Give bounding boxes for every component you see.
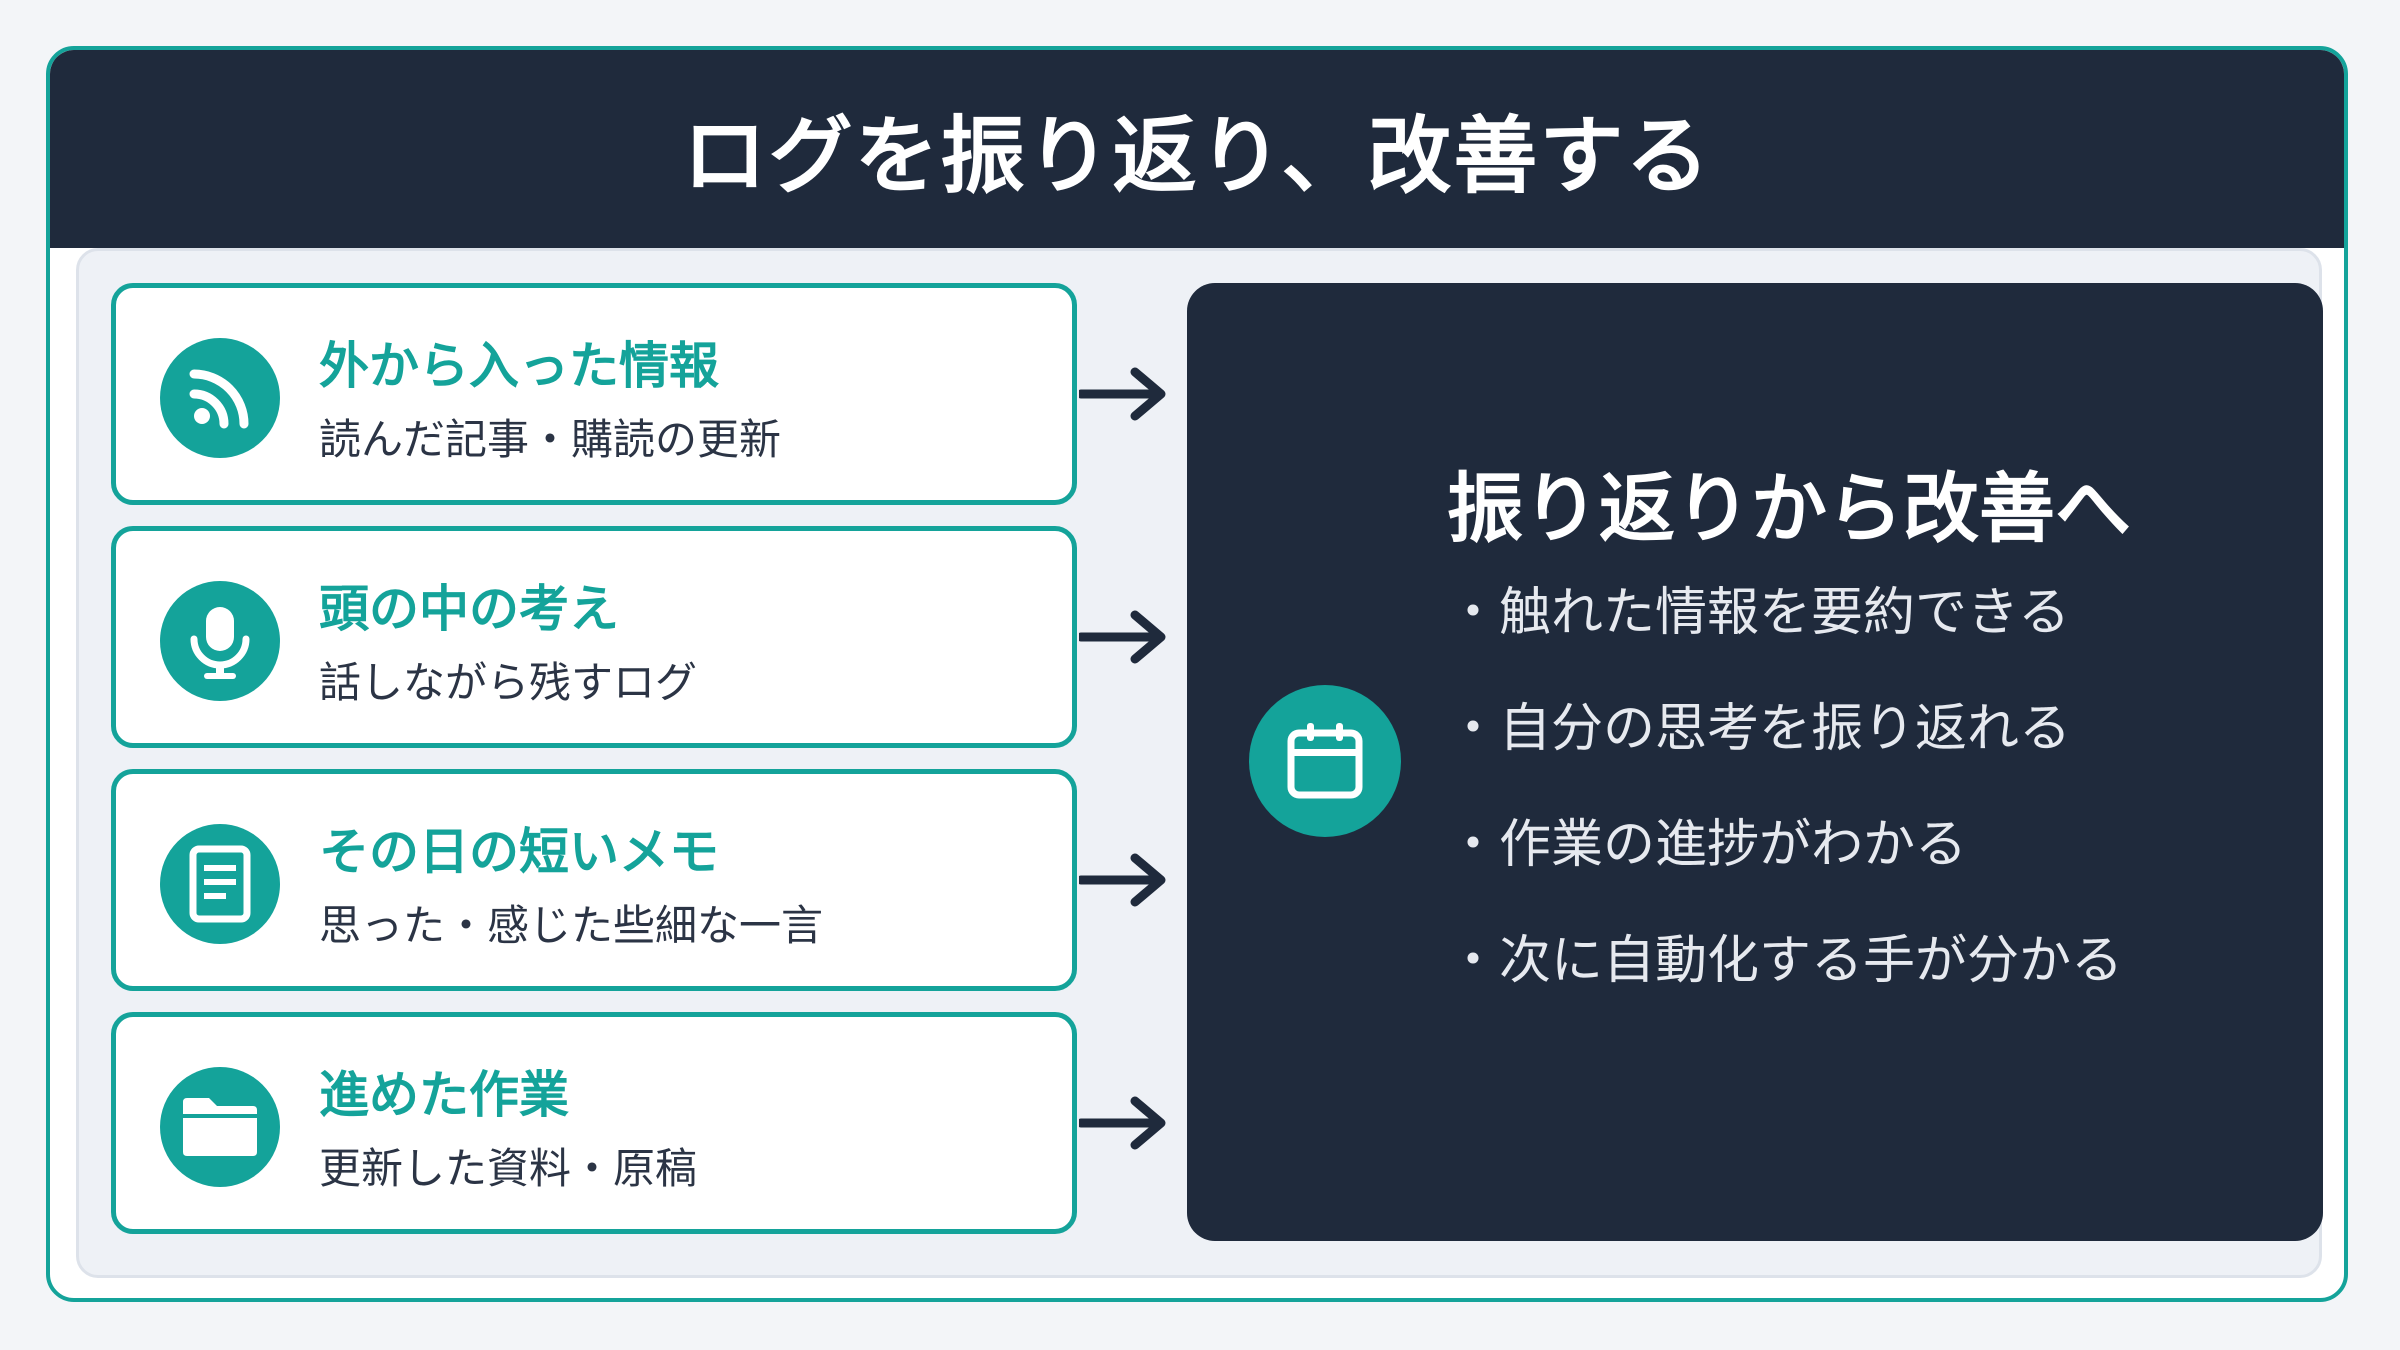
source-card-thoughts: 頭の中の考え 話しながら残すログ [111, 526, 1077, 748]
summary-title: 振り返りから改善へ [1447, 464, 2131, 553]
source-card-memo: その日の短いメモ 思った・感じた些細な一言 [111, 769, 1077, 991]
document-icon [160, 824, 280, 944]
source-card-desc: 更新した資料・原稿 [319, 1144, 698, 1193]
summary-list: ・触れた情報を要約できる ・自分の思考を振り返れる ・作業の進捗がわかる ・次に… [1447, 583, 2123, 1047]
calendar-icon [1249, 685, 1401, 837]
summary-item: ・次に自動化する手が分かる [1447, 931, 2124, 991]
rss-icon [160, 338, 280, 458]
arrow-right-icon [1079, 367, 1166, 421]
page-title: ログを振り返り、改善する [682, 106, 1712, 205]
summary-item: ・触れた情報を要約できる [1447, 583, 2070, 643]
source-card-title: その日の短いメモ [319, 823, 719, 881]
source-card-work: 進めた作業 更新した資料・原稿 [111, 1012, 1077, 1234]
arrow-right-icon [1079, 853, 1166, 907]
arrow-right-icon [1079, 610, 1166, 664]
summary-item: ・自分の思考を振り返れる [1447, 699, 2072, 759]
source-card-title: 外から入った情報 [319, 337, 719, 395]
source-card-desc: 思った・感じた些細な一言 [319, 901, 824, 950]
source-card-desc: 読んだ記事・購読の更新 [319, 415, 782, 464]
source-card-external-info: 外から入った情報 読んだ記事・購読の更新 [111, 283, 1077, 505]
arrow-right-icon [1079, 1096, 1166, 1150]
diagram-frame: ログを振り返り、改善する 外から入った情報 読んだ記事・購読の更新 [46, 46, 2348, 1302]
source-card-title: 進めた作業 [319, 1066, 569, 1124]
microphone-icon [160, 581, 280, 701]
source-card-title: 頭の中の考え [319, 580, 619, 638]
header-bar: ログを振り返り、改善する [50, 50, 2344, 248]
summary-item: ・作業の進捗がわかる [1447, 815, 1968, 875]
folder-icon [160, 1067, 280, 1187]
summary-box: 振り返りから改善へ ・触れた情報を要約できる ・自分の思考を振り返れる ・作業の… [1187, 283, 2323, 1241]
content-panel: 外から入った情報 読んだ記事・購読の更新 頭の中の考え 話しながら残すログ [76, 248, 2323, 1278]
source-card-desc: 話しながら残すログ [319, 658, 698, 707]
